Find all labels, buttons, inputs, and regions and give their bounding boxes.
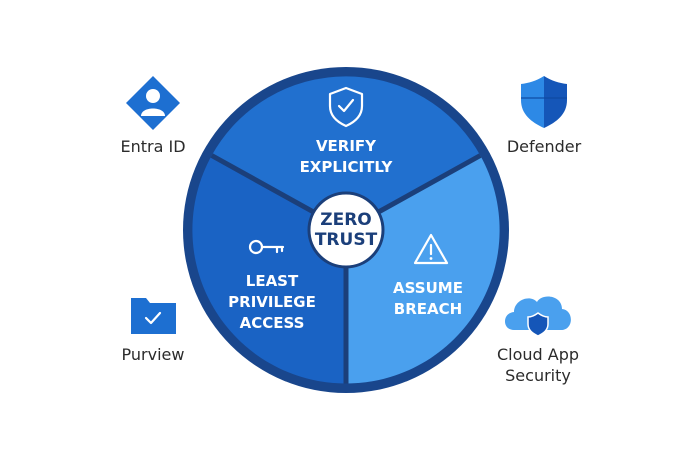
segment-label-least-line2: PRIVILEGE (228, 293, 316, 311)
key-icon (248, 239, 285, 255)
segment-label-least-line1: LEAST (246, 272, 299, 290)
center-circle (307, 191, 385, 269)
segment-label-verify-line1: VERIFY (316, 137, 377, 155)
defender-label: Defender (506, 137, 582, 156)
defender-shield-icon (521, 76, 567, 128)
cloud-shield-icon (505, 296, 571, 337)
center-label-line1: ZERO (320, 210, 371, 230)
warning-icon (413, 233, 449, 265)
cloud-app-security-label: Cloud App Security (478, 344, 598, 386)
cloud-app-security-label-line1: Cloud App (496, 345, 580, 364)
segment-label-assume-line2: BREACH (394, 300, 462, 318)
center-label-line2: TRUST (315, 230, 378, 250)
purview-folder-icon (131, 298, 176, 334)
segment-label-assume-line1: ASSUME (393, 279, 463, 297)
entra-id-icon (126, 76, 180, 130)
segment-label-least-line3: ACCESS (240, 314, 305, 332)
shield-check-icon (328, 86, 364, 128)
purview-label: Purview (121, 345, 185, 364)
segment-assume-breach (346, 155, 500, 384)
segment-label-verify-line2: EXPLICITLY (300, 158, 394, 176)
segment-least-privilege-access (192, 155, 346, 384)
entra-id-label: Entra ID (120, 137, 186, 156)
cloud-app-security-label-line2: Security (505, 366, 571, 385)
